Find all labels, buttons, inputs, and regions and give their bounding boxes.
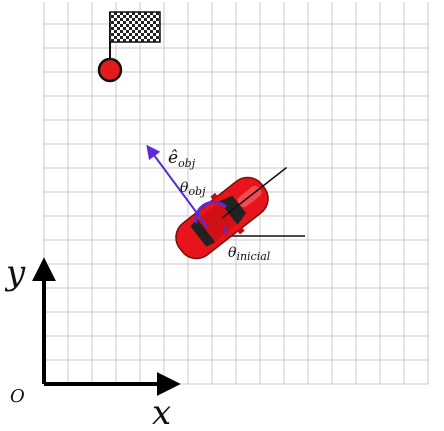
objective-angle-arc [194,200,228,224]
coordinate-axes: y x O [4,253,181,431]
initial-angle-label: θinicial [228,245,271,263]
checkered-flag-icon [109,11,161,43]
car-rear-window [190,218,216,247]
car-side-mirror-left [210,192,219,201]
car-side-mirror-right [236,226,245,235]
car-heading-line [221,166,288,219]
goal-flag [97,11,161,83]
objective-direction-arrow [146,144,209,229]
x-axis-label: x [152,393,171,431]
goal-point [97,57,123,83]
objective-angle-label: θobj [180,180,206,198]
origin-label: O [10,386,25,407]
y-axis-label: y [4,253,26,293]
objective-vector-label: êobj [168,148,196,170]
initial-angle-arc [223,225,228,237]
